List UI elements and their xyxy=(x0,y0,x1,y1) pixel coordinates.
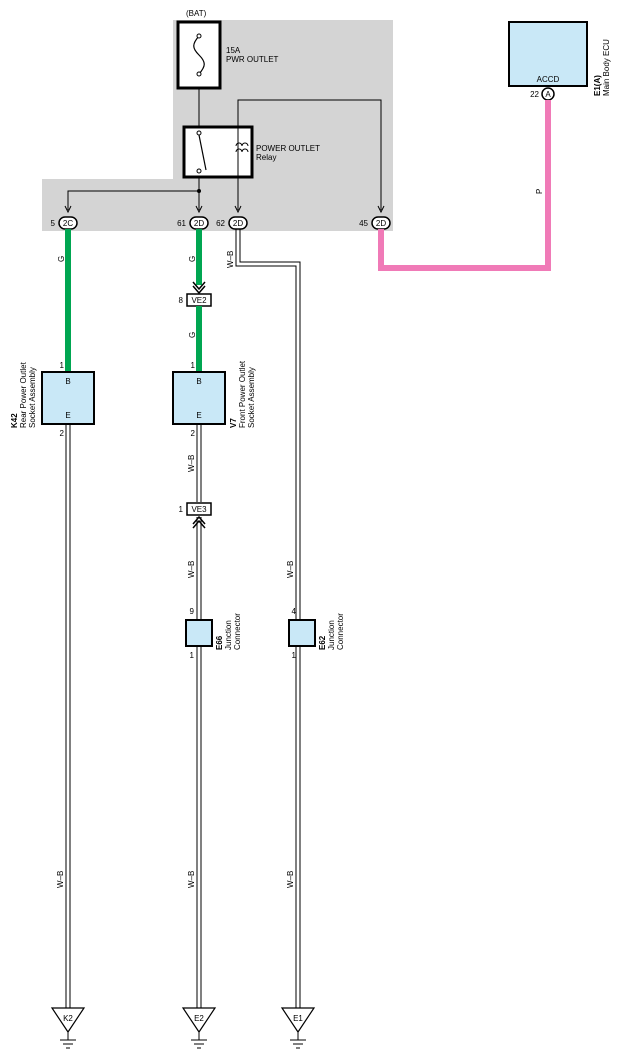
junction-connector-2d-61: 2D 61 xyxy=(177,216,209,230)
junction-connector-2d-45: 2D 45 xyxy=(359,216,391,230)
svg-text:5: 5 xyxy=(51,219,56,228)
svg-text:2D: 2D xyxy=(233,219,243,228)
svg-text:VE2: VE2 xyxy=(191,296,207,305)
svg-text:2: 2 xyxy=(191,429,196,438)
svg-text:4: 4 xyxy=(292,607,297,616)
svg-text:Connector: Connector xyxy=(233,613,242,650)
svg-text:E1: E1 xyxy=(293,1014,303,1023)
svg-text:2D: 2D xyxy=(376,219,386,228)
relay-name: POWER OUTLET xyxy=(256,144,320,153)
bat-label: (BAT) xyxy=(186,9,207,18)
relay-coil-icon xyxy=(235,142,249,153)
main-body-ecu xyxy=(508,21,588,87)
svg-text:W–B: W–B xyxy=(56,871,65,888)
ecu-code: E1(A) xyxy=(593,75,602,96)
ecu-terminal: ACCD xyxy=(537,75,560,84)
svg-text:Rear Power Outlet: Rear Power Outlet xyxy=(19,361,28,428)
inline-connector-ve3: VE3 1 xyxy=(179,502,212,529)
relay-sub: Relay xyxy=(256,153,276,162)
svg-text:45: 45 xyxy=(359,219,368,228)
svg-text:2D: 2D xyxy=(194,219,204,228)
component-k42: B E 1 2 K42 Rear Power Outlet Socket Ass… xyxy=(10,361,95,438)
svg-text:VE3: VE3 xyxy=(191,505,207,514)
pink-wire-label: P xyxy=(535,189,544,194)
svg-text:9: 9 xyxy=(190,607,195,616)
svg-text:1: 1 xyxy=(191,361,196,370)
svg-text:1: 1 xyxy=(60,361,65,370)
ecu-pin: 22 xyxy=(530,90,539,99)
svg-text:2C: 2C xyxy=(63,219,73,228)
svg-text:E: E xyxy=(65,411,70,420)
ground-e1: E1 xyxy=(280,1007,316,1049)
svg-text:62: 62 xyxy=(216,219,225,228)
svg-text:W–B: W–B xyxy=(187,455,196,472)
pink-wire xyxy=(378,100,551,271)
svg-text:E: E xyxy=(196,411,201,420)
svg-text:Socket Assembly: Socket Assembly xyxy=(28,367,37,428)
wb-wire-k42 xyxy=(65,424,71,1008)
svg-text:G: G xyxy=(188,332,197,338)
svg-text:W–B: W–B xyxy=(187,561,196,578)
svg-text:2: 2 xyxy=(60,429,65,438)
svg-text:A: A xyxy=(545,90,551,99)
fuse-rating: 15A xyxy=(226,46,241,55)
wb-wire-e62 xyxy=(235,229,301,1008)
component-v7: B E 1 2 V7 Front Power Outlet Socket Ass… xyxy=(172,360,256,438)
svg-text:1: 1 xyxy=(292,651,297,660)
svg-text:W–B: W–B xyxy=(226,251,235,268)
svg-text:1: 1 xyxy=(190,651,195,660)
svg-text:W–B: W–B xyxy=(286,561,295,578)
svg-text:Front Power Outlet: Front Power Outlet xyxy=(238,360,247,428)
svg-text:1: 1 xyxy=(179,505,184,514)
svg-text:E66: E66 xyxy=(215,635,224,650)
junction-connector-2c: 2C 5 xyxy=(51,216,78,230)
svg-text:61: 61 xyxy=(177,219,186,228)
svg-text:W–B: W–B xyxy=(286,871,295,888)
relay-box xyxy=(182,125,254,179)
junction-connector-2d-62: 2D 62 xyxy=(216,216,248,230)
svg-text:Socket Assembly: Socket Assembly xyxy=(247,367,256,428)
component-e66: 9 1 E66 Junction Connector xyxy=(185,607,242,660)
inline-connector-ve2: VE2 8 xyxy=(179,293,212,307)
fuse-name: PWR OUTLET xyxy=(226,55,279,64)
ground-e2: E2 xyxy=(181,1007,217,1049)
ecu-name: Main Body ECU xyxy=(602,39,611,96)
svg-text:V7: V7 xyxy=(229,418,238,428)
svg-text:Connector: Connector xyxy=(336,613,345,650)
fuse-symbol-icon xyxy=(193,35,205,75)
svg-text:K2: K2 xyxy=(63,1014,73,1023)
svg-text:E2: E2 xyxy=(194,1014,204,1023)
svg-text:8: 8 xyxy=(179,296,184,305)
svg-text:G: G xyxy=(57,256,66,262)
relay-switch-icon xyxy=(198,134,207,171)
svg-text:E62: E62 xyxy=(318,635,327,650)
svg-text:G: G xyxy=(188,256,197,262)
svg-text:Junction: Junction xyxy=(224,620,233,650)
component-e62: 4 1 E62 Junction Connector xyxy=(288,607,345,660)
svg-text:K42: K42 xyxy=(10,413,19,428)
svg-text:B: B xyxy=(196,377,201,386)
ground-k2: K2 xyxy=(50,1007,86,1049)
svg-text:W–B: W–B xyxy=(187,871,196,888)
svg-text:Junction: Junction xyxy=(327,620,336,650)
svg-text:B: B xyxy=(65,377,70,386)
wb-wire-v7 xyxy=(196,424,202,1008)
